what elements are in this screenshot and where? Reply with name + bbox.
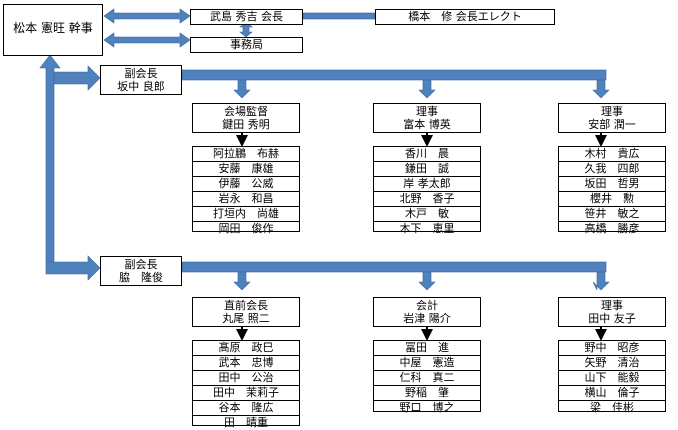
elect-label: 橋本 修 会長エレクト (408, 10, 522, 23)
leader-g2-2: 理事 田中 友子 (558, 297, 666, 327)
leader-name: 田中 友子 (588, 312, 636, 325)
member-item: 阿拉鵬 布赫 (193, 147, 299, 162)
member-item: 横山 倫子 (559, 386, 665, 401)
member-item: 岡田 俊作 (218, 222, 274, 235)
member-item: 高橋 勝彦 (584, 222, 640, 235)
member-item: 櫻井 勲 (559, 192, 665, 207)
member-item: 中屋 憲造 (374, 356, 480, 371)
secretariat-label: 事務局 (230, 38, 263, 51)
member-item: 田中 公治 (193, 371, 299, 386)
leader-title: 理事 (601, 299, 623, 312)
member-item: 打垣内 尚雄 (193, 207, 299, 222)
leader-name: 安部 潤一 (588, 118, 636, 131)
member-item: 山下 能毅 (559, 371, 665, 386)
members-g1-2: 木村 貴広 久我 四郎 坂田 哲男 櫻井 勲 笹井 敏之 高橋 勝彦 (558, 146, 666, 235)
drop-arrow-g2-1 (418, 271, 436, 291)
drop-arrow-g1-1 (418, 79, 436, 99)
drop-arrow-g1-2 (592, 79, 610, 99)
member-item: 木下 恵里 (399, 222, 455, 235)
line-president-elect (302, 12, 376, 20)
leader-g1-1: 理事 富本 博英 (373, 103, 481, 133)
member-item: 木村 貴広 (559, 147, 665, 162)
leader-title: 会計 (416, 299, 438, 312)
member-item: 久我 四郎 (559, 162, 665, 177)
member-item: 香川 晨 (374, 147, 480, 162)
drop-arrow-g1-0 (233, 79, 251, 99)
secretariat-box: 事務局 (190, 37, 303, 53)
president-box: 武島 秀吉 会長 (190, 9, 303, 25)
leader-title: 会場監督 (224, 105, 268, 118)
president-label: 武島 秀吉 会長 (210, 10, 283, 23)
member-item: 坂田 哲男 (559, 177, 665, 192)
member-item: 矢野 清治 (559, 356, 665, 371)
double-arrow-root-president (103, 8, 191, 24)
members-g2-2: 野中 昭彦 矢野 清治 山下 能毅 横山 倫子 梁 佳彬 (558, 340, 666, 414)
leader-title: 理事 (416, 105, 438, 118)
leader-name: 富本 博英 (403, 118, 451, 131)
member-item: 鎌田 誠 (374, 162, 480, 177)
leader-g1-0: 会場監督 鍵田 秀明 (192, 103, 300, 133)
leader-g2-0: 直前会長 丸尾 照二 (192, 297, 300, 327)
root-label: 松本 憲旺 幹事 (13, 21, 93, 35)
root-vertical-arrow (39, 54, 61, 263)
member-item: 野稲 肇 (374, 386, 480, 401)
members-g1-1: 香川 晨 鎌田 誠 岸 孝太郎 北野 香子 木戸 敏 木下 恵里 (373, 146, 481, 235)
arrow-to-vp2 (45, 255, 101, 281)
leader-title: 直前会長 (224, 299, 268, 312)
member-item: 岸 孝太郎 (374, 177, 480, 192)
vp2-title: 副会長 (124, 258, 158, 271)
member-item: 冨田 進 (374, 341, 480, 356)
leader-g2-1: 会計 岩津 陽介 (373, 297, 481, 327)
double-arrow-root-secretariat (103, 32, 191, 48)
vp1-bus (181, 69, 607, 81)
vp1-title: 副会長 (124, 67, 158, 80)
vp1-name: 坂中 良郎 (117, 80, 165, 93)
member-item: 野中 昭彦 (559, 341, 665, 356)
member-item: 野口 博之 (399, 401, 455, 414)
member-item: 伊藤 公威 (193, 177, 299, 192)
elect-box: 橋本 修 会長エレクト (375, 9, 555, 25)
vp1-box: 副会長 坂中 良郎 (100, 65, 182, 95)
vp2-box: 副会長 脇 隆俊 (100, 256, 182, 286)
member-item: 岩永 和昌 (193, 192, 299, 207)
members-g2-1: 冨田 進 中屋 憲造 仁科 真二 野稲 肇 野口 博之 (373, 340, 481, 414)
vp2-name: 脇 隆俊 (119, 271, 163, 284)
leader-name: 鍵田 秀明 (222, 118, 270, 131)
member-item: 田中 茉莉子 (193, 386, 299, 401)
leader-g1-2: 理事 安部 潤一 (558, 103, 666, 133)
member-item: 田 晴重 (224, 416, 268, 429)
member-item: 仁科 真二 (374, 371, 480, 386)
arrow-to-vp1 (53, 65, 101, 91)
member-item: 安藤 康雄 (193, 162, 299, 177)
member-item: 梁 佳彬 (590, 401, 634, 414)
members-g1-0: 阿拉鵬 布赫 安藤 康雄 伊藤 公威 岩永 和昌 打垣内 尚雄 岡田 俊作 (192, 146, 300, 235)
drop-arrow-g2-0 (233, 271, 251, 291)
root-box: 松本 憲旺 幹事 (3, 4, 103, 56)
member-item: 武本 忠博 (193, 356, 299, 371)
leader-name: 丸尾 照二 (222, 312, 270, 325)
member-item: 髙原 政巳 (193, 341, 299, 356)
drop-arrow-g2-2 (592, 271, 610, 291)
leader-name: 岩津 陽介 (403, 312, 451, 325)
member-item: 谷本 隆広 (193, 401, 299, 416)
member-item: 木戸 敏 (374, 207, 480, 222)
leader-title: 理事 (601, 105, 623, 118)
member-item: 笹井 敏之 (559, 207, 665, 222)
member-item: 北野 香子 (374, 192, 480, 207)
members-g2-0: 髙原 政巳 武本 忠博 田中 公治 田中 茉莉子 谷本 隆広 田 晴重 (192, 340, 300, 429)
vp2-bus (181, 261, 607, 273)
